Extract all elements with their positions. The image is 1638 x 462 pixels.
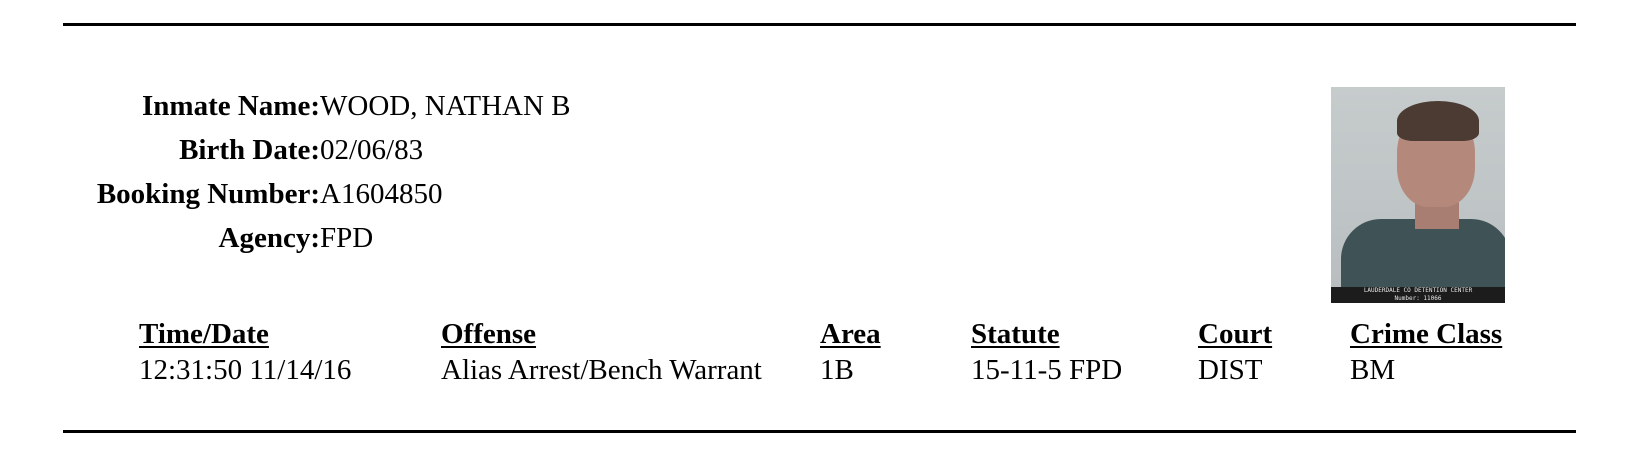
header-time-date: Time/Date: [139, 318, 269, 350]
booking-number-label: Booking Number:: [96, 178, 320, 210]
cell-offense: Alias Arrest/Bench Warrant: [441, 354, 762, 386]
header-statute: Statute: [971, 318, 1060, 350]
birth-date-label: Birth Date:: [179, 134, 320, 166]
inmate-name-row: Inmate Name: WOOD, NATHAN B: [0, 84, 571, 128]
header-area: Area: [820, 318, 881, 350]
bottom-divider: [63, 430, 1576, 433]
agency-row: Agency: FPD: [0, 216, 374, 260]
cell-area: 1B: [820, 354, 854, 386]
cell-crime-class: BM: [1350, 354, 1396, 386]
booking-number-value: A1604850: [320, 178, 443, 210]
mugshot-caption-line1: LAUDERDALE CO DETENTION CENTER: [1363, 287, 1473, 294]
top-divider: [63, 23, 1576, 26]
cell-time-date: 12:31:50 11/14/16: [139, 354, 352, 386]
agency-value: FPD: [320, 222, 374, 254]
inmate-name-label: Inmate Name:: [142, 90, 320, 122]
agency-label: Agency:: [218, 222, 320, 254]
mugshot-caption: LAUDERDALE CO DETENTION CENTER Number: 1…: [1331, 287, 1505, 303]
booking-number-row: Booking Number: A1604850: [0, 172, 443, 216]
birth-date-value: 02/06/83: [320, 134, 424, 166]
inmate-name-value: WOOD, NATHAN B: [320, 90, 571, 122]
header-court: Court: [1198, 318, 1273, 350]
birth-date-row: Birth Date: 02/06/83: [0, 128, 423, 172]
cell-statute: 15-11-5 FPD: [971, 354, 1123, 386]
header-offense: Offense: [441, 318, 537, 350]
cell-court: DIST: [1198, 354, 1263, 386]
mugshot-caption-line2: Number: 11066: [1394, 295, 1442, 302]
mugshot-hair: [1397, 101, 1479, 141]
header-crime-class: Crime Class: [1350, 318, 1503, 350]
mugshot-photo: LAUDERDALE CO DETENTION CENTER Number: 1…: [1331, 87, 1505, 303]
